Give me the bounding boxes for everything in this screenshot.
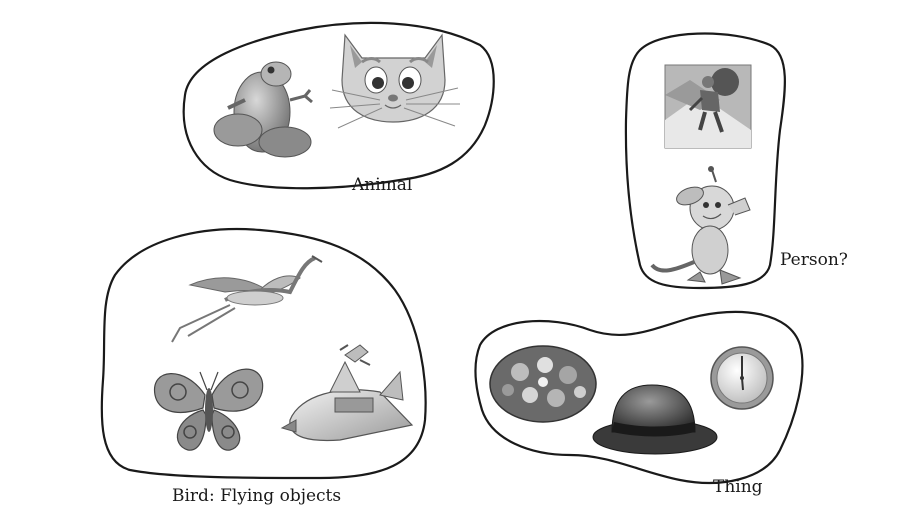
animal-group <box>182 21 495 190</box>
animal-group-outline <box>182 21 495 190</box>
person-label: Person? <box>780 250 848 270</box>
person-group-outline <box>624 32 786 290</box>
cartoon-creature-icon <box>650 166 751 285</box>
butterfly-icon <box>154 368 264 451</box>
space-shuttle-icon <box>280 344 414 442</box>
person-group <box>624 32 786 290</box>
bird-group <box>100 228 427 480</box>
thing-label: Thing <box>713 477 763 497</box>
frog-icon <box>213 61 313 158</box>
flower-bowl-icon <box>489 345 597 423</box>
mountain-climber-icon <box>664 64 752 149</box>
fedora-hat-icon <box>592 384 718 455</box>
thing-group <box>474 310 804 484</box>
bird-label: Bird: Flying objects <box>172 486 342 506</box>
wall-clock-icon <box>710 346 774 410</box>
cat-icon <box>329 33 460 129</box>
crane-icon <box>171 255 323 343</box>
bird-group-outline <box>100 228 427 480</box>
thing-group-outline <box>474 310 804 484</box>
animal-label: Animal <box>352 175 413 195</box>
